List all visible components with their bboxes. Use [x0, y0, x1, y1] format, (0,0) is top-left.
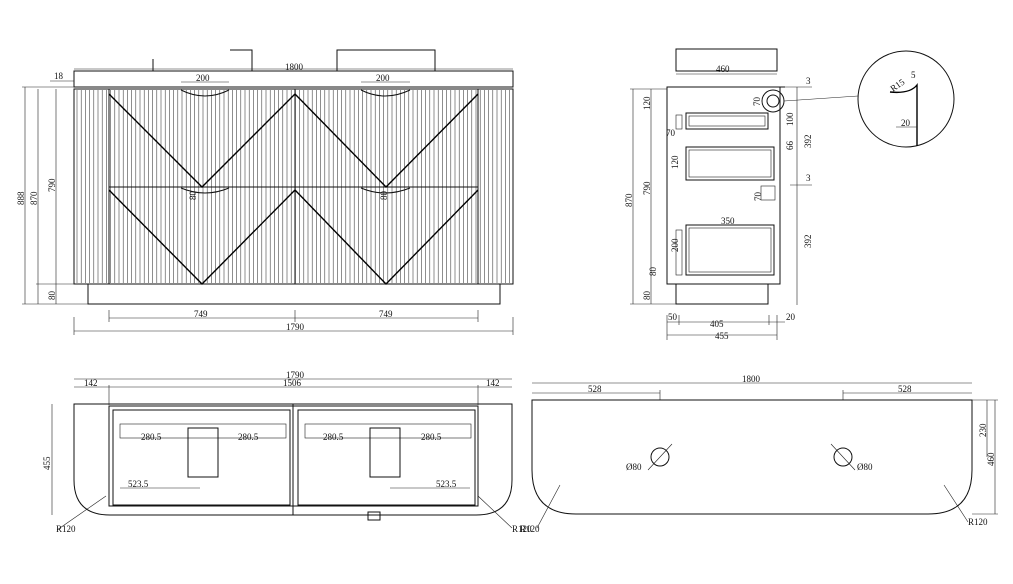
dim-528r: 528: [898, 384, 912, 394]
dim-455: 455: [715, 331, 729, 341]
tap-hole: [650, 447, 670, 467]
front-view: 1800 200 200 18 888 870 790 80 80 80 749…: [16, 49, 514, 335]
dim-280-5: 280.5: [323, 432, 344, 442]
dim-70b: 70: [752, 97, 762, 107]
dim-888: 888: [16, 191, 26, 205]
dim-66: 66: [785, 141, 795, 151]
countertop-outline: [531, 399, 973, 515]
mark-80: 80: [379, 191, 389, 201]
dim-455: 455: [42, 456, 52, 470]
dim-460: 460: [986, 452, 996, 466]
dim-790: 790: [642, 181, 652, 195]
side-body: [666, 86, 781, 285]
plan-top: 1800 528 528 Ø80 Ø80 230 460 R120 R120: [520, 374, 998, 534]
dim-20: 20: [786, 312, 796, 322]
dim-200: 200: [376, 73, 390, 83]
dim-1800: 1800: [285, 62, 304, 72]
dim-405: 405: [710, 319, 724, 329]
radius-r120: R120: [520, 524, 540, 534]
dim-50: 50: [668, 312, 678, 322]
radius-r120r: R120: [968, 517, 988, 527]
radius-r15: R15: [888, 77, 906, 94]
dim-3b: 3: [806, 173, 811, 183]
dim-18: 18: [54, 71, 64, 81]
dim-350: 350: [721, 216, 735, 226]
handle: [360, 187, 411, 194]
side-view: 460 870 790 120 80 70 120 200 80 350 70 …: [624, 48, 859, 341]
left-basin-top: [230, 49, 253, 71]
dim-120: 120: [642, 96, 652, 110]
dim-3: 3: [806, 76, 811, 86]
dim-120-mid: 120: [670, 155, 680, 169]
dim-200: 200: [196, 73, 210, 83]
dim-80-small: 80: [648, 267, 658, 277]
dim-1790: 1790: [286, 322, 305, 332]
detail-20: 20: [901, 118, 911, 128]
dim-142r: 142: [486, 378, 500, 388]
dim-749: 749: [194, 309, 208, 319]
dim-523-5: 523.5: [128, 479, 149, 489]
front-countertop: [73, 70, 514, 88]
dim-392b: 392: [803, 235, 813, 249]
dim-80: 80: [47, 291, 57, 301]
detail-5: 5: [911, 70, 916, 80]
radius-r120: R120: [56, 524, 76, 534]
dim-1790: 1790: [286, 370, 305, 380]
hole-label-r: Ø80: [857, 462, 873, 472]
dim-460: 460: [716, 64, 730, 74]
dim-230: 230: [978, 423, 988, 437]
dim-1800: 1800: [742, 374, 761, 384]
dim-280-5: 280.5: [421, 432, 442, 442]
handle: [180, 187, 230, 194]
handle: [360, 89, 411, 97]
drawer-diagonal: [108, 189, 296, 285]
detail-circle: R15 5 20: [857, 50, 955, 148]
cabinet-outline: [73, 403, 513, 516]
dim-1506: 1506: [283, 378, 302, 388]
dim-142: 142: [84, 378, 98, 388]
dim-80: 80: [642, 291, 652, 301]
right-basin: [336, 49, 436, 71]
dim-528: 528: [588, 384, 602, 394]
dim-870: 870: [624, 193, 634, 207]
tap-hole: [833, 447, 853, 467]
dim-749: 749: [379, 309, 393, 319]
dim-280-5: 280.5: [238, 432, 259, 442]
dim-100: 100: [785, 112, 795, 126]
drawer-diagonal: [108, 93, 296, 188]
plan-cabinet: 1790 142 1506 142 455 280.5 280.5 280.5 …: [42, 370, 532, 534]
handle: [180, 89, 230, 97]
dim-870: 870: [29, 191, 39, 205]
dim-523-5r: 523.5: [436, 479, 457, 489]
dim-392: 392: [803, 135, 813, 149]
hole-label: Ø80: [626, 462, 642, 472]
side-plinth: [675, 283, 769, 305]
plinth: [87, 283, 501, 305]
dim-790: 790: [47, 178, 57, 192]
drawer-diagonal: [294, 93, 479, 188]
side-basin: [675, 48, 778, 72]
radius-r120r: R120: [512, 524, 532, 534]
dim-70: 70: [666, 128, 676, 138]
mark-80: 80: [188, 191, 198, 201]
dim-200: 200: [670, 238, 680, 252]
dim-70-mid: 70: [753, 192, 763, 202]
dim-280-5: 280.5: [141, 432, 162, 442]
